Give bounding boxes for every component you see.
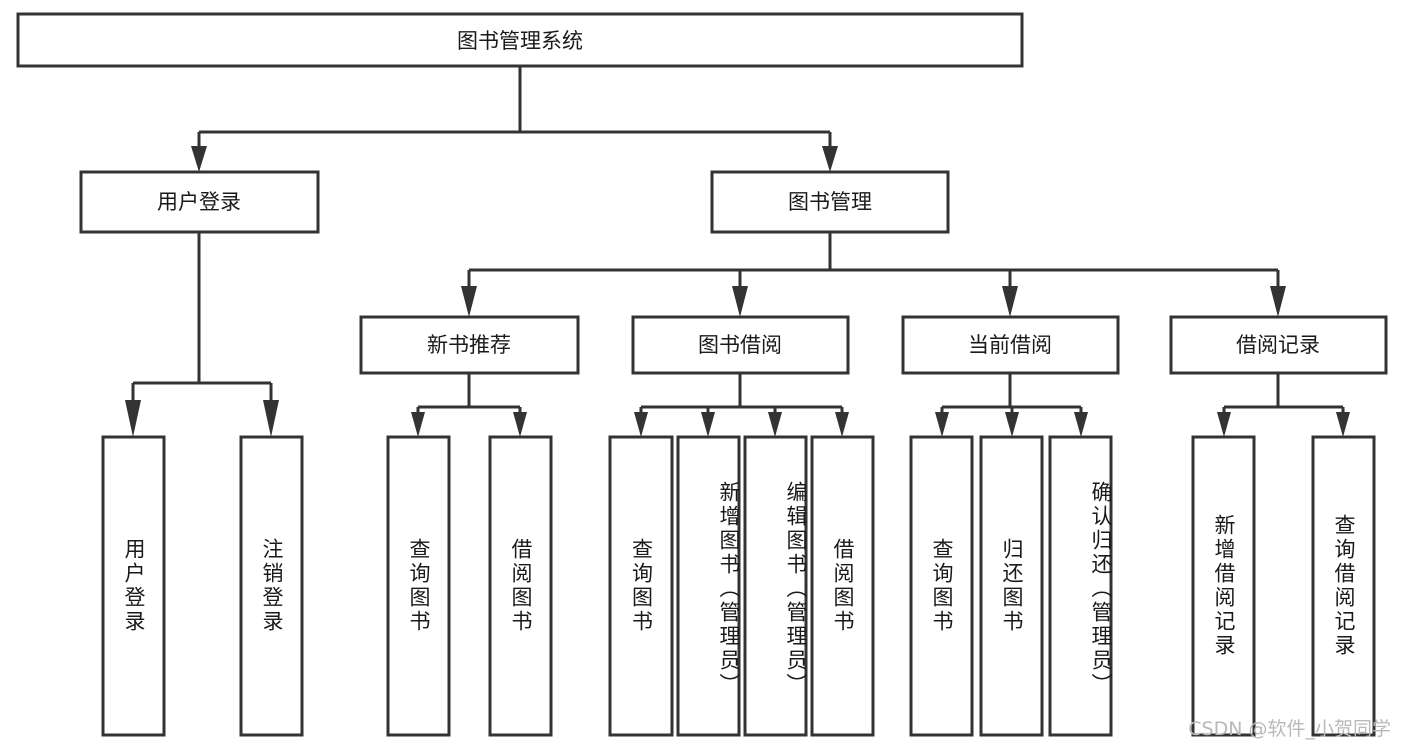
node-leaf-add-book-box[interactable] xyxy=(676,435,741,737)
node-leaf-borrow-book-1-box[interactable] xyxy=(488,435,553,737)
arrowhead-current-borrow xyxy=(1002,286,1018,317)
node-book-borrow[interactable]: 图书借阅 xyxy=(631,315,850,375)
node-new-book-recommend-label: 新书推荐 xyxy=(427,333,511,357)
arrowhead-leaf-confirm-return xyxy=(1074,412,1088,437)
node-borrow-record-label: 借阅记录 xyxy=(1236,333,1320,357)
arrowhead-leaf-add-record xyxy=(1217,412,1231,437)
node-root-label: 图书管理系统 xyxy=(457,29,583,53)
arrowhead-leaf-query-book-2 xyxy=(634,412,648,437)
arrowhead-user-login xyxy=(191,146,207,172)
arrowhead-leaf-return-book xyxy=(1005,412,1019,437)
arrowhead-leaf-borrow-book-2 xyxy=(835,412,849,437)
node-book-manage-box[interactable] xyxy=(710,170,950,234)
node-current-borrow-label: 当前借阅 xyxy=(968,333,1052,357)
arrowhead-leaf-edit-book xyxy=(768,412,782,437)
arrowhead-new-book-recommend xyxy=(461,286,477,317)
arrowhead-leaf-query-record xyxy=(1336,412,1350,437)
arrowhead-borrow-record xyxy=(1270,286,1286,317)
node-new-book-recommend-box[interactable] xyxy=(359,315,580,375)
arrowhead-book-manage xyxy=(822,146,838,172)
node-leaf-query-book-2-box[interactable] xyxy=(608,435,674,737)
node-user-login-box[interactable] xyxy=(79,170,320,234)
node-user-login[interactable]: 用户登录 xyxy=(79,170,320,234)
node-book-borrow-box[interactable] xyxy=(631,315,850,375)
node-current-borrow[interactable]: 当前借阅 xyxy=(901,315,1120,375)
arrowhead-leaf-user-logout xyxy=(263,400,279,437)
node-book-borrow-label: 图书借阅 xyxy=(698,333,782,357)
arrowhead-leaf-user-login xyxy=(125,400,141,437)
node-book-manage-label: 图书管理 xyxy=(788,190,872,214)
node-current-borrow-box[interactable] xyxy=(901,315,1120,375)
node-root-box[interactable] xyxy=(16,12,1024,68)
node-leaf-user-login-box[interactable] xyxy=(101,435,166,737)
arrowhead-leaf-add-book xyxy=(701,412,715,437)
node-root[interactable]: 图书管理系统 xyxy=(16,12,1024,68)
node-user-login-label: 用户登录 xyxy=(157,190,241,214)
node-borrow-record[interactable]: 借阅记录 xyxy=(1169,315,1388,375)
node-borrow-record-box[interactable] xyxy=(1169,315,1388,375)
node-leaf-confirm-return-box[interactable] xyxy=(1048,435,1113,737)
node-leaf-query-book-3-box[interactable] xyxy=(909,435,974,737)
connector-group xyxy=(125,66,1350,437)
arrowhead-leaf-query-book-1 xyxy=(411,412,425,437)
arrowhead-book-borrow xyxy=(732,286,748,317)
node-leaf-query-book-1-box[interactable] xyxy=(386,435,451,737)
arrowhead-leaf-borrow-book-1 xyxy=(513,412,527,437)
arrowhead-leaf-query-book-3 xyxy=(935,412,949,437)
leaf-box-group xyxy=(101,435,1376,737)
node-new-book-recommend[interactable]: 新书推荐 xyxy=(359,315,580,375)
node-leaf-add-record-box[interactable] xyxy=(1191,435,1256,737)
node-leaf-edit-book-box[interactable] xyxy=(743,435,808,737)
node-leaf-user-logout-box[interactable] xyxy=(239,435,304,737)
node-leaf-query-record-box[interactable] xyxy=(1311,435,1376,737)
node-leaf-borrow-book-2-box[interactable] xyxy=(810,435,875,737)
node-book-manage[interactable]: 图书管理 xyxy=(710,170,950,234)
node-leaf-return-book-box[interactable] xyxy=(979,435,1044,737)
